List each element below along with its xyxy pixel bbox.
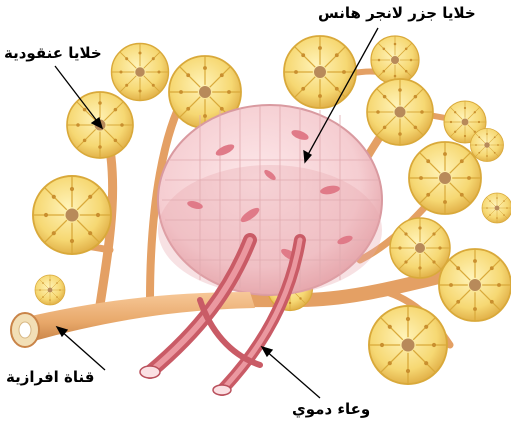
blood-vessel-label: وعاء دموي [292,400,370,418]
acinar-cells-label: خلايا عنقودية [4,44,102,62]
islet-of-langerhans [158,105,382,295]
islet-cells-label: خلايا جزر لانجر هانس [318,4,476,22]
secretory-duct-label: قناة افرازية [6,368,94,386]
